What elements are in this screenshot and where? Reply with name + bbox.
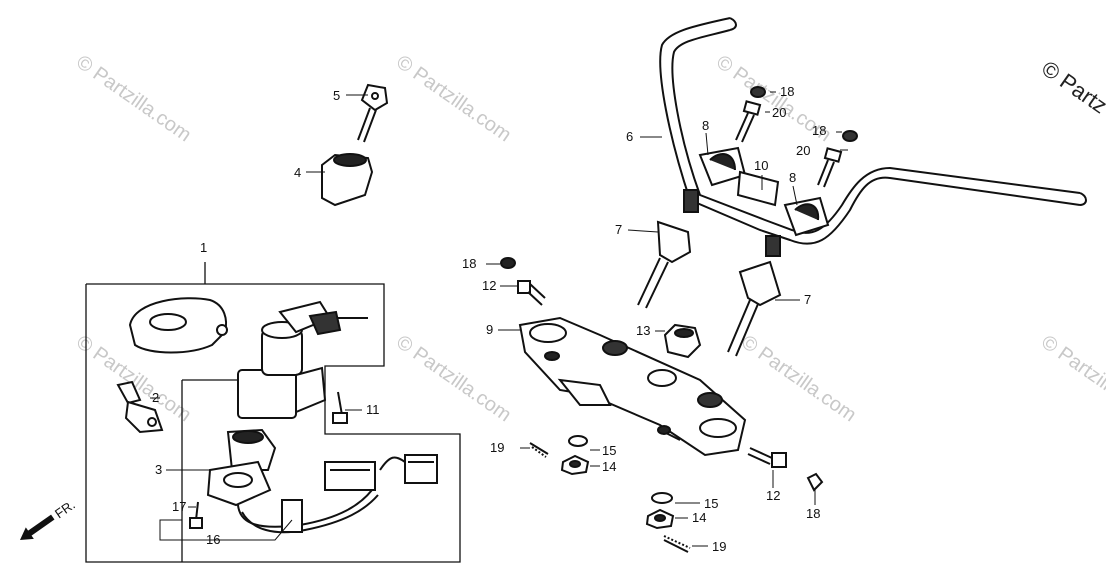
front-arrow: FR. (20, 497, 78, 540)
ignition-group-frame (85, 262, 461, 563)
hardware-lower (645, 492, 691, 553)
pinch-bolt-12-left (500, 257, 546, 306)
callout-label: 18 (462, 256, 476, 271)
callout-label: 18 (812, 123, 826, 138)
callout-label: 1 (200, 240, 207, 255)
switch-cylinder (206, 428, 277, 507)
callout-labels: 1 2 3 4 5 6 7 7 8 8 9 10 11 12 12 13 14 … (152, 84, 826, 554)
watermark: © Partzilla.com (737, 331, 860, 426)
screw-17 (189, 501, 203, 529)
callout-label: 12 (766, 488, 780, 503)
callout-label: 7 (804, 292, 811, 307)
callout-label: 18 (806, 506, 820, 521)
callout-label: 19 (490, 440, 504, 455)
callout-label: 20 (796, 143, 810, 158)
switch-cap (321, 153, 374, 207)
callout-label: 8 (702, 118, 709, 133)
front-arrow-label: FR. (52, 497, 78, 521)
watermark: © Partzilla.com (1037, 331, 1106, 426)
stem-nut-13 (663, 323, 702, 359)
key-blank (357, 83, 389, 143)
callout-label: 14 (692, 510, 706, 525)
callout-label: 15 (704, 496, 718, 511)
callout-label: 7 (615, 222, 622, 237)
callout-label: 19 (712, 539, 726, 554)
key-switch-bracket (116, 380, 164, 434)
callout-label: 12 (482, 278, 496, 293)
callout-label: 16 (206, 532, 220, 547)
callout-label: 15 (602, 443, 616, 458)
callout-label: 18 (780, 84, 794, 99)
callout-label: 3 (155, 462, 162, 477)
holder-bolts (735, 86, 858, 188)
watermark: © Partzilla.com (72, 51, 195, 146)
watermark: © Partzilla.com (392, 331, 515, 426)
watermark: © Partzilla.com (392, 51, 515, 146)
pinch-bolt-12-right (747, 447, 824, 492)
top-bridge (518, 316, 747, 457)
wire-harness (237, 454, 438, 534)
callout-label: 4 (294, 165, 301, 180)
callout-label: 20 (772, 105, 786, 120)
callout-label: 8 (789, 170, 796, 185)
handlebar-holders (683, 146, 830, 257)
callout-label: 11 (366, 402, 380, 417)
callout-label: 6 (626, 129, 633, 144)
hardware-middle (529, 435, 590, 476)
ignition-switch (237, 300, 368, 419)
callout-label: 5 (333, 88, 340, 103)
callout-label: 14 (602, 459, 616, 474)
callout-label: 10 (754, 158, 768, 173)
bolt-11 (332, 391, 348, 424)
handlebar-risers (637, 220, 782, 357)
watermark-corner: © Partz (1037, 56, 1106, 119)
leader-lines (150, 91, 848, 547)
callout-label: 17 (172, 499, 186, 514)
callout-label: 9 (486, 322, 493, 337)
switch-cover (128, 297, 228, 354)
callout-label: 13 (636, 323, 650, 338)
callout-label: 2 (152, 390, 159, 405)
